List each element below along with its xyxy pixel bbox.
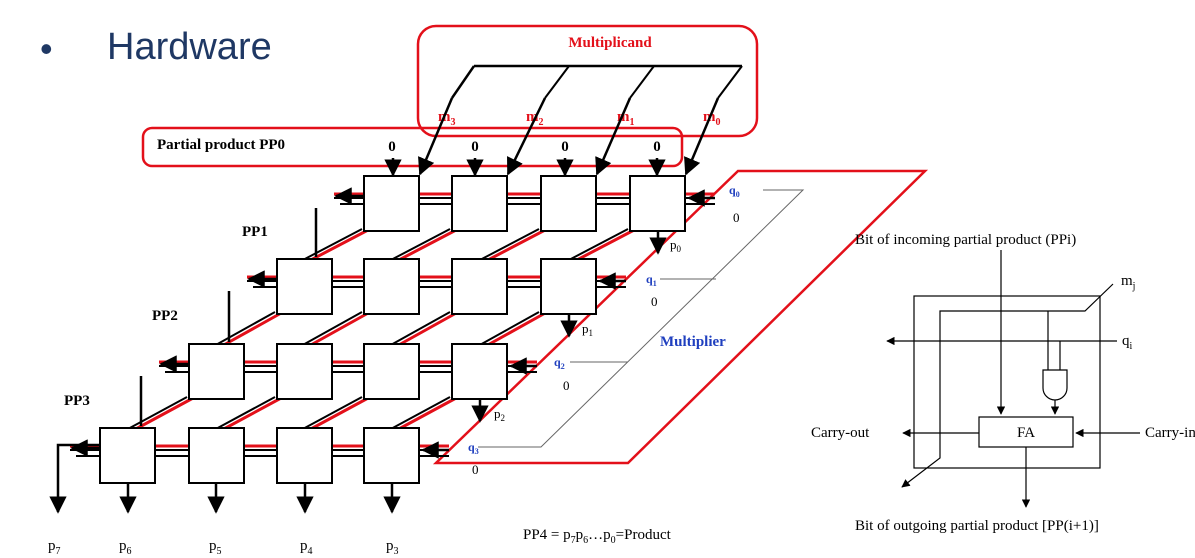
multiplier-cell	[276, 258, 333, 315]
multiplier-bit-q0: q0	[729, 183, 740, 199]
multiplier-bit-q2: q2	[554, 355, 565, 371]
incoming-pp-label: Bit of incoming partial product (PPi)	[855, 232, 1076, 248]
cell-array	[49, 97, 720, 514]
mj-label: mj	[1121, 273, 1135, 292]
carry-in-label: Carry-in	[1145, 425, 1195, 441]
multiplier-cell	[540, 175, 597, 232]
multiplier-cell	[363, 258, 420, 315]
output-p7: p7	[48, 538, 61, 557]
carry-in-zero: 0	[563, 378, 570, 393]
output-p3: p3	[386, 538, 399, 557]
output-p1: p1	[582, 321, 593, 338]
cell-detail: Bit of incoming partial product (PPi) mj…	[811, 232, 1195, 534]
multiplier-cell	[363, 427, 420, 484]
multiplier-cell	[188, 343, 245, 400]
multiplier-cell	[363, 343, 420, 400]
multiplier-cell	[276, 343, 333, 400]
multiplier-cell	[451, 343, 508, 400]
qi-label: qi	[1122, 333, 1133, 352]
output-p0: p0	[670, 237, 682, 254]
multiplicand-box: Multiplicand m3 m2 m1 m0	[416, 24, 759, 138]
slide-title: Hardware	[107, 26, 272, 68]
multiplier-cell	[188, 427, 245, 484]
multiplier-cell	[540, 258, 597, 315]
pp0-bit: 0	[653, 139, 661, 155]
pp0-bit: 0	[561, 139, 569, 155]
output-p4: p4	[300, 538, 313, 557]
carry-out-label: Carry-out	[811, 425, 870, 441]
row-label-pp1: PP1	[242, 224, 268, 240]
multiplier-cell	[276, 427, 333, 484]
result-equation: PP4 = p7p6…p0=Product	[523, 527, 672, 546]
carry-in-zero: 0	[472, 462, 479, 477]
multiplier-cell	[363, 175, 420, 232]
multiplier-cell	[451, 258, 508, 315]
full-adder	[978, 416, 1074, 448]
multiplicand-bit-m1: m1	[617, 109, 635, 128]
outgoing-pp-label: Bit of outgoing partial product [PP(i+1)…	[855, 518, 1099, 534]
output-p5: p5	[209, 538, 222, 557]
pp0-bit: 0	[388, 139, 396, 155]
output-p2: p2	[494, 406, 505, 423]
carry-in-zero: 0	[651, 294, 658, 309]
row-label-pp3: PP3	[64, 393, 90, 409]
multiplier-cell	[629, 175, 686, 232]
pp0-label: Partial product PP0	[157, 137, 285, 153]
row-label-pp2: PP2	[152, 308, 178, 324]
carry-in-zero: 0	[733, 210, 740, 225]
pp0-bit: 0	[471, 139, 479, 155]
output-p6: p6	[119, 538, 132, 557]
and-gate	[1042, 369, 1068, 401]
fa-label: FA	[1017, 425, 1035, 441]
multiplier-cell	[99, 427, 156, 484]
multiplier-bit-q1: q1	[646, 272, 657, 288]
multiplier-cell	[451, 175, 508, 232]
multiplier-bit-q3: q3	[468, 440, 479, 456]
multiplier-label: Multiplier	[660, 334, 726, 350]
multiplicand-label: Multiplicand	[568, 35, 652, 51]
pp0-box: Partial product PP0 0 0 0 0	[141, 126, 684, 168]
bullet: •	[40, 28, 53, 69]
